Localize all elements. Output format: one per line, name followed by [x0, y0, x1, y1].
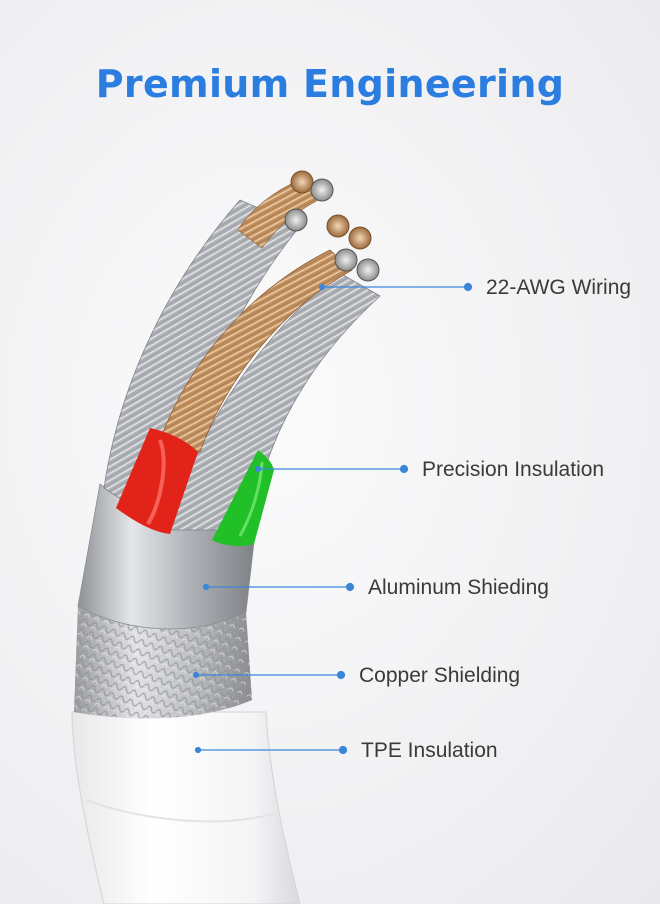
callout-label-precision-insulation: Precision Insulation [422, 458, 605, 481]
headline: Premium Engineering [95, 62, 565, 106]
tpe-jacket [71, 711, 301, 904]
wire-end-caps [284, 170, 380, 282]
green-insulation [212, 450, 274, 547]
red-insulation [116, 428, 198, 534]
callout-label-22awg-wiring: 22-AWG Wiring [486, 276, 632, 299]
callout-label-copper-shielding: Copper Shielding [359, 664, 521, 687]
callout-lines [192, 282, 473, 755]
callout-label-aluminum-shielding: Aluminum Shieding [368, 576, 549, 599]
callout-label-tpe-insulation: TPE Insulation [361, 739, 498, 762]
